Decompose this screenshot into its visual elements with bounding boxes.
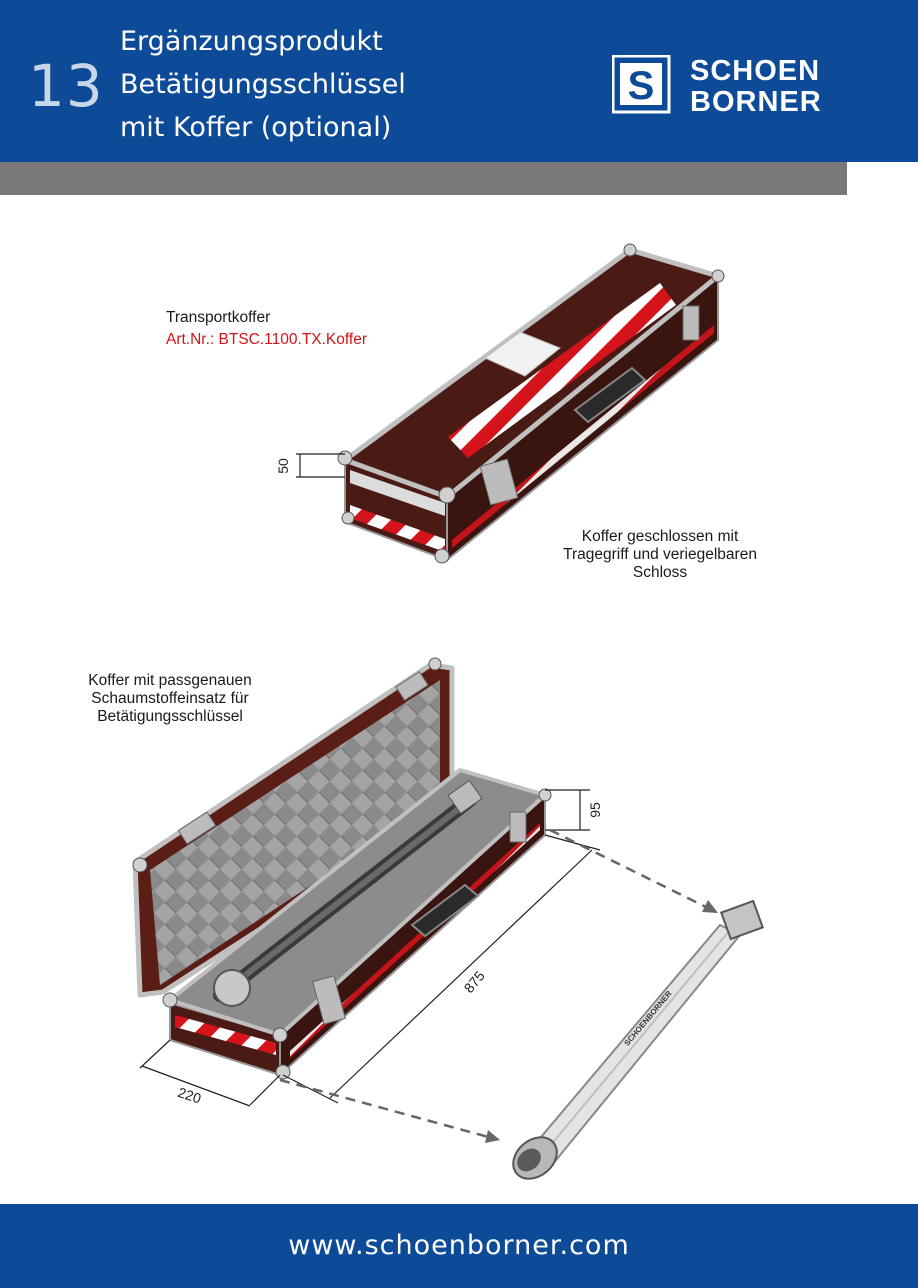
open-caption-line-3: Betätigungsschlüssel [97, 708, 243, 725]
page-title: Ergänzungsprodukt Betätigungsschlüssel m… [120, 20, 406, 149]
case-illustration: 50 [132, 243, 765, 1180]
open-caption-line-2: Schaumstoffeinsatz für [91, 690, 249, 707]
title-line-2: Betätigungsschlüssel [120, 69, 406, 100]
logo-text-line-2: BORNER [690, 86, 822, 115]
title-line-3: mit Koffer (optional) [120, 112, 392, 143]
footer-banner: www.schoenborner.com [0, 1204, 918, 1288]
closed-case-caption: Koffer geschlossen mit Tragegriff und ve… [540, 528, 780, 582]
actuating-key-tool: SCHOENBORNER [512, 899, 765, 1180]
dimension-height-bottom: 95 [587, 802, 603, 818]
transport-case-label: Transportkoffer [166, 309, 271, 326]
schoenborner-logo: S SCHOEN BORNER [612, 55, 822, 115]
product-figure: 50 [0, 195, 918, 1203]
logo-text-line-1: SCHOEN [690, 55, 820, 87]
dimension-height-top: 50 [275, 458, 291, 474]
title-line-1: Ergänzungsprodukt [120, 26, 383, 57]
dimension-length: 875 [461, 968, 488, 996]
closed-caption-line-1: Koffer geschlossen mit [581, 528, 739, 545]
logo-mark: S [628, 64, 655, 108]
closed-case: 50 [275, 243, 725, 564]
header-banner: 13 Ergänzungsprodukt Betätigungsschlüsse… [0, 0, 918, 162]
article-number: Art.Nr.: BTSC.1100.TX.Koffer [166, 331, 368, 348]
open-case: 95 875 220 SCHOENBORNER [132, 657, 765, 1180]
closed-caption-line-3: Schloss [632, 564, 688, 581]
header-gray-bar [0, 162, 847, 195]
website-url[interactable]: www.schoenborner.com [288, 1230, 630, 1261]
closed-caption-line-2: Tragegriff und veriegelbaren [563, 546, 757, 563]
dimension-width: 220 [176, 1084, 203, 1107]
page-number: 13 [28, 52, 104, 120]
open-case-caption: Koffer mit passgenauen Schaumstoffeinsat… [60, 672, 280, 726]
open-caption-line-1: Koffer mit passgenauen [88, 672, 252, 689]
